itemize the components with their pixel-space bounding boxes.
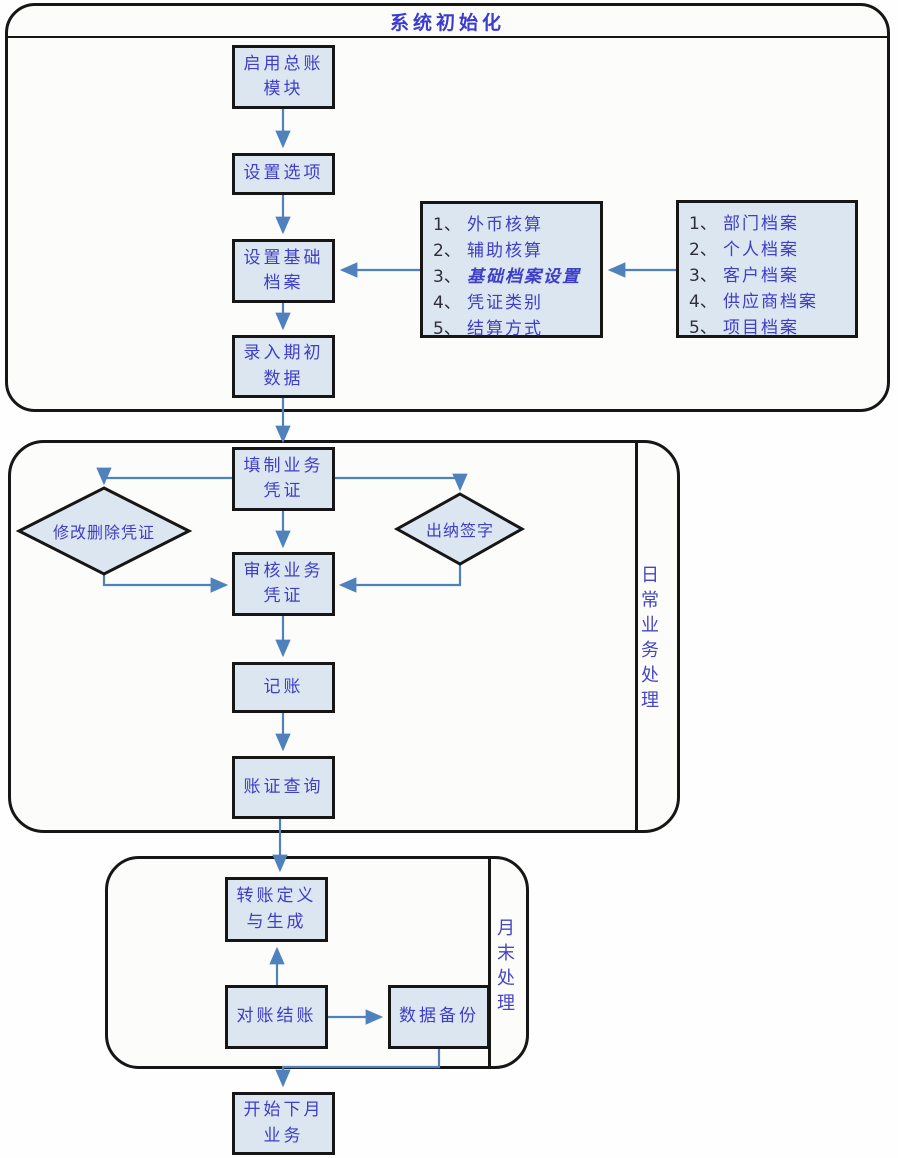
list-item-text: 个人档案 — [723, 239, 799, 260]
node-set-basic-archives: 设置基础 档案 — [232, 239, 335, 303]
node-account-voucher-query: 账证查询 — [232, 756, 335, 819]
node-transfer-definition: 转账定义 与生成 — [225, 877, 328, 942]
list-item-number: 5、 — [433, 318, 461, 339]
section-month-end-label: 月末处理 — [494, 918, 515, 1018]
diamond-cashier-sign-label: 出纳签字 — [425, 521, 494, 540]
section-daily-divider — [635, 443, 638, 830]
list-item-text: 外币核算 — [467, 214, 543, 235]
list-item: 5、 结算方式 — [433, 313, 592, 339]
section-month-end-divider — [488, 859, 491, 1066]
list-item-text: 部门档案 — [723, 213, 799, 234]
list-item-text: 基础档案设置 — [467, 266, 581, 287]
list-item-number: 4、 — [689, 291, 717, 312]
node-bookkeeping: 记账 — [232, 662, 335, 713]
list-item: 4、 凭证类别 — [433, 287, 592, 313]
list-item-number: 1、 — [689, 213, 717, 234]
node-start-next-month: 开始下月 业务 — [232, 1092, 335, 1155]
list-item-number: 3、 — [433, 266, 461, 287]
diamond-modify-delete-label: 修改删除凭证 — [52, 523, 155, 542]
list-item-text: 辅助核算 — [467, 240, 543, 261]
node-reconcile-closing: 对账结账 — [225, 985, 328, 1049]
list-item-number: 5、 — [689, 317, 717, 338]
list-archives: 1、 部门档案 2、 个人档案 3、 客户档案 4、 供应商档案 5、 项目档案 — [676, 200, 858, 338]
node-enter-opening-data: 录入期初 数据 — [232, 335, 335, 398]
list-item-number: 2、 — [433, 240, 461, 261]
node-data-backup: 数据备份 — [388, 985, 490, 1049]
list-item-text: 客户档案 — [723, 265, 799, 286]
list-item-number: 3、 — [689, 265, 717, 286]
list-item-text: 供应商档案 — [723, 291, 818, 312]
section-daily-label: 日常业务处理 — [638, 565, 659, 715]
list-item: 1、 外币核算 — [433, 209, 592, 235]
section-daily-business — [8, 440, 680, 833]
list-item-number: 4、 — [433, 292, 461, 313]
list-item: 2、 辅助核算 — [433, 235, 592, 261]
list-item-text: 凭证类别 — [467, 292, 543, 313]
list-item: 2、 个人档案 — [689, 234, 847, 260]
section-system-init-header: 系统初始化 — [8, 6, 887, 38]
list-item: 5、 项目档案 — [689, 312, 847, 338]
list-item-number: 2、 — [689, 239, 717, 260]
node-fill-business-voucher: 填制业务 凭证 — [232, 447, 335, 511]
list-item: 1、 部门档案 — [689, 208, 847, 234]
list-item: 3、 基础档案设置 — [433, 261, 592, 287]
list-item: 3、 客户档案 — [689, 260, 847, 286]
list-item: 4、 供应商档案 — [689, 286, 847, 312]
node-audit-business-voucher: 审核业务 凭证 — [232, 552, 335, 616]
node-enable-general-ledger: 启用总账 模块 — [232, 45, 335, 109]
list-item-text: 项目档案 — [723, 317, 799, 338]
list-basic-setup: 1、 外币核算 2、 辅助核算 3、 基础档案设置 4、 凭证类别 5、 结算方… — [420, 201, 603, 339]
node-set-options: 设置选项 — [232, 153, 335, 195]
list-item-text: 结算方式 — [467, 318, 543, 339]
section-system-init-title: 系统初始化 — [389, 11, 505, 34]
list-item-number: 1、 — [433, 214, 461, 235]
